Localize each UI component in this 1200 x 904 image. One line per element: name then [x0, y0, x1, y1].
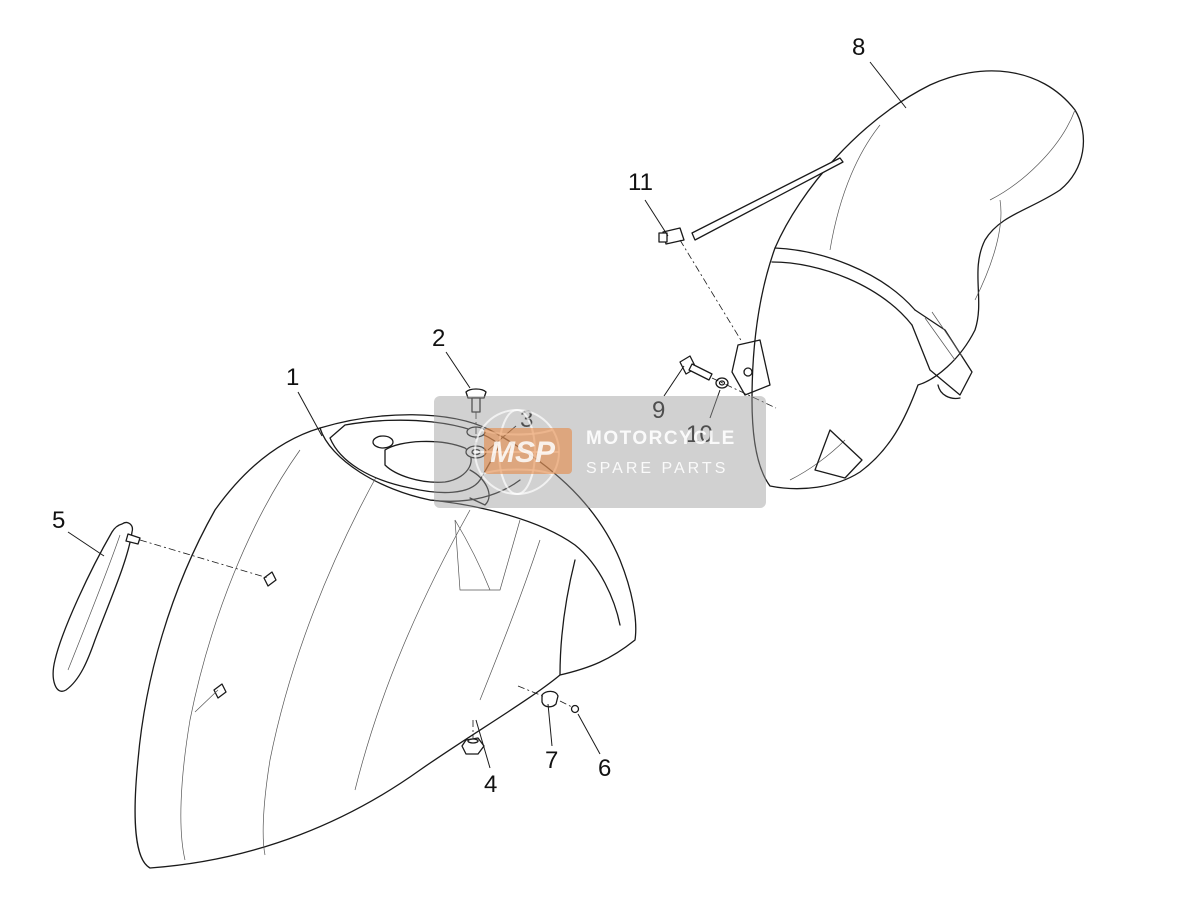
cable-tie-part-11 — [658, 157, 844, 245]
callout-11: 11 — [628, 169, 653, 196]
callout-9: 9 — [652, 397, 665, 424]
callout-4: 4 — [484, 771, 497, 798]
watermark: MSP MOTORCYCLE SPARE PARTS — [434, 396, 766, 508]
callout-2: 2 — [432, 325, 445, 352]
watermark-logo-box — [484, 428, 572, 474]
front-mudguard-part-1 — [134, 414, 637, 869]
grommet-part-4 — [461, 737, 485, 755]
callout-7: 7 — [545, 747, 558, 774]
callout-10: 10 — [686, 421, 713, 448]
watermark-background — [434, 396, 766, 508]
watermark-logo: MSP — [490, 436, 556, 469]
callout-8: 8 — [852, 34, 865, 61]
assembly-lines — [139, 239, 777, 738]
callout-5: 5 — [52, 507, 65, 534]
screw-part-9 — [679, 355, 713, 381]
callout-1: 1 — [286, 364, 299, 391]
watermark-subtitle: SPARE PARTS — [586, 460, 728, 477]
watermark-title: MOTORCYCLE — [586, 428, 736, 449]
small-screw-part-6 — [570, 704, 580, 714]
reflector-part-5 — [52, 521, 141, 692]
spacer-part-7 — [541, 690, 559, 708]
rear-mudguard-part-8 — [731, 70, 1085, 490]
callout-6: 6 — [598, 755, 611, 782]
